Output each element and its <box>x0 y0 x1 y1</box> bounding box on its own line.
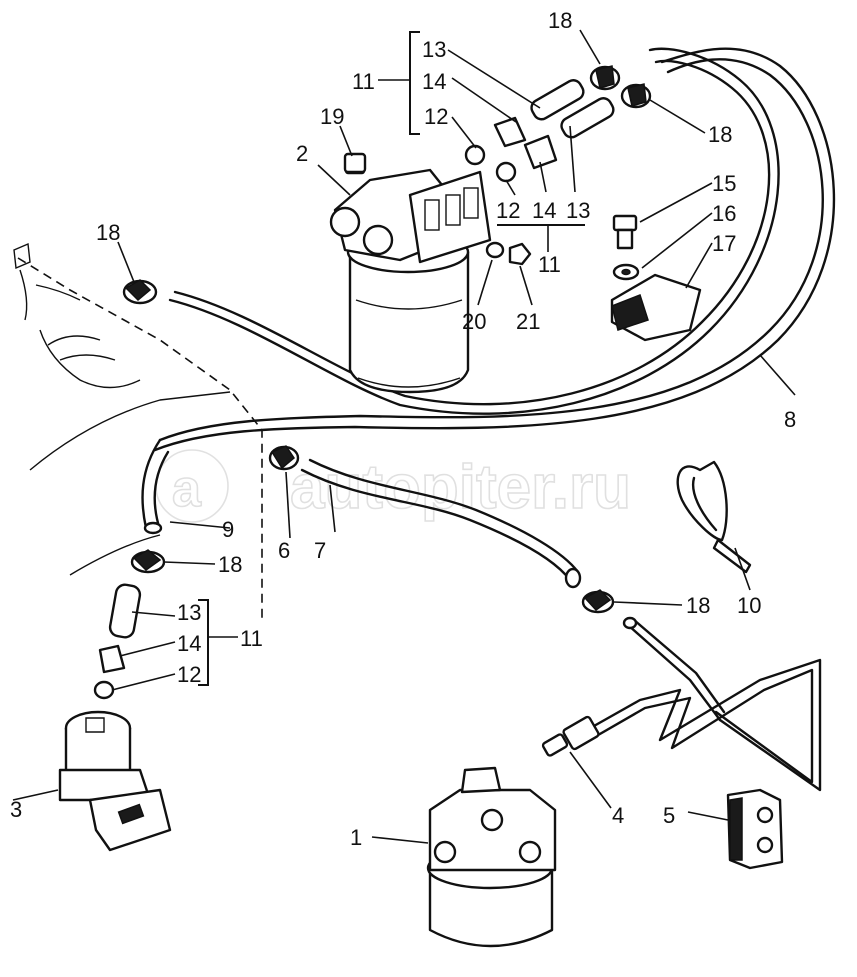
cable-tie-10 <box>676 460 752 574</box>
callout-13-top: 13 <box>422 37 446 62</box>
callout-21: 21 <box>516 309 540 334</box>
callout-9: 9 <box>222 517 234 542</box>
svg-text:a: a <box>172 460 202 518</box>
callout-11-lower: 11 <box>240 626 263 651</box>
bolt-15 <box>612 214 638 250</box>
callout-18-e: 18 <box>686 593 710 618</box>
group-11-brackets <box>198 31 585 686</box>
callout-8: 8 <box>784 407 796 432</box>
callout-3: 3 <box>10 797 22 822</box>
watermark: a autopiter.ru <box>155 449 632 523</box>
callout-7: 7 <box>314 538 326 563</box>
callout-12-mid: 12 <box>496 198 520 223</box>
leader-lines <box>12 29 796 844</box>
callout-14-mid: 14 <box>532 198 556 223</box>
fuel-filter-1 <box>426 766 557 948</box>
callout-18-a: 18 <box>96 220 120 245</box>
fuel-pump-3 <box>58 710 172 852</box>
clip-5 <box>726 788 784 870</box>
callout-18-c: 18 <box>708 122 732 147</box>
washer-16 <box>612 263 640 281</box>
fuel-hose-8 <box>153 47 836 452</box>
hose-clamp-18-a <box>122 279 158 305</box>
callout-12-lower: 12 <box>177 662 201 687</box>
callout-17: 17 <box>712 231 736 256</box>
hose-clamp-18-d <box>130 549 166 574</box>
washer-20 <box>485 241 505 259</box>
callout-13-lower: 13 <box>177 600 201 625</box>
fuel-filter-2 <box>329 153 492 394</box>
callout-10: 10 <box>737 593 761 618</box>
callout-14-top: 14 <box>422 69 446 94</box>
hose-clamp-18-c <box>620 83 652 109</box>
callout-11-mid: 11 <box>538 252 561 277</box>
fuel-hose-9 <box>141 438 170 535</box>
callout-13-mid: 13 <box>566 198 590 223</box>
callout-5: 5 <box>663 803 675 828</box>
callout-2: 2 <box>296 141 308 166</box>
fuel-hose-7 <box>300 458 582 589</box>
callout-4: 4 <box>612 803 624 828</box>
callout-18-b: 18 <box>548 8 572 33</box>
sensor-17 <box>610 273 702 342</box>
callout-18-d: 18 <box>218 552 242 577</box>
callout-11-top: 11 <box>352 69 375 94</box>
callout-6: 6 <box>278 538 290 563</box>
engine-outline <box>13 242 263 620</box>
callout-16: 16 <box>712 201 736 226</box>
callout-12-top: 12 <box>424 104 448 129</box>
callout-labels: 1 2 3 4 5 6 7 8 9 10 11 11 11 12 12 12 1… <box>10 8 796 850</box>
hose-clamp-18-e <box>581 589 615 614</box>
lower-fittings <box>93 583 142 700</box>
callout-14-lower: 14 <box>177 631 201 656</box>
hose-clamp-6 <box>268 445 300 471</box>
watermark-text: autopiter.ru <box>290 453 631 522</box>
fuel-pipe-4 <box>541 616 822 792</box>
hose-clamp-18-b <box>589 65 621 91</box>
nut-21 <box>508 242 532 266</box>
callout-15: 15 <box>712 171 736 196</box>
callout-20: 20 <box>462 309 486 334</box>
callout-1: 1 <box>350 825 362 850</box>
callout-19: 19 <box>320 104 344 129</box>
plug-19 <box>343 152 367 174</box>
